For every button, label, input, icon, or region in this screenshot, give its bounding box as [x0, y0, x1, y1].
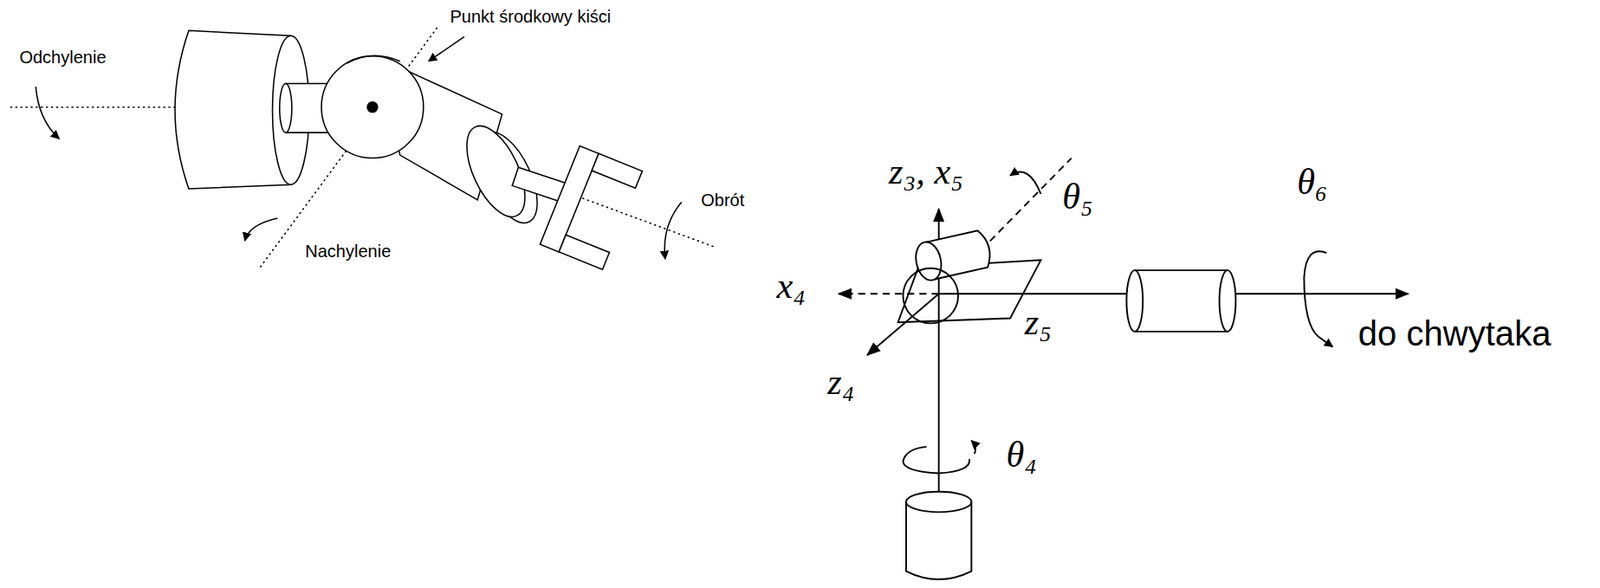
motion-label: Obrót [699, 191, 745, 210]
axis-label: z₃, x₅ [887, 153, 965, 193]
angle-label: θ₄ [1004, 436, 1038, 476]
target-label: do chwytaka [1357, 316, 1553, 353]
left-wrist [10, 25, 715, 270]
axis-label: x₄ [775, 267, 807, 307]
motion-label: Nachylenie [304, 242, 392, 261]
motion-label: Odchylenie [18, 49, 108, 68]
angle-label: θ₅ [1061, 178, 1095, 218]
angle-label: θ₆ [1295, 162, 1329, 202]
axis-label: z₅ [1023, 304, 1053, 344]
right-frames [838, 158, 1408, 580]
callout-label: Punkt środkowy kiści [448, 7, 612, 26]
axis-label: z₄ [826, 362, 856, 402]
